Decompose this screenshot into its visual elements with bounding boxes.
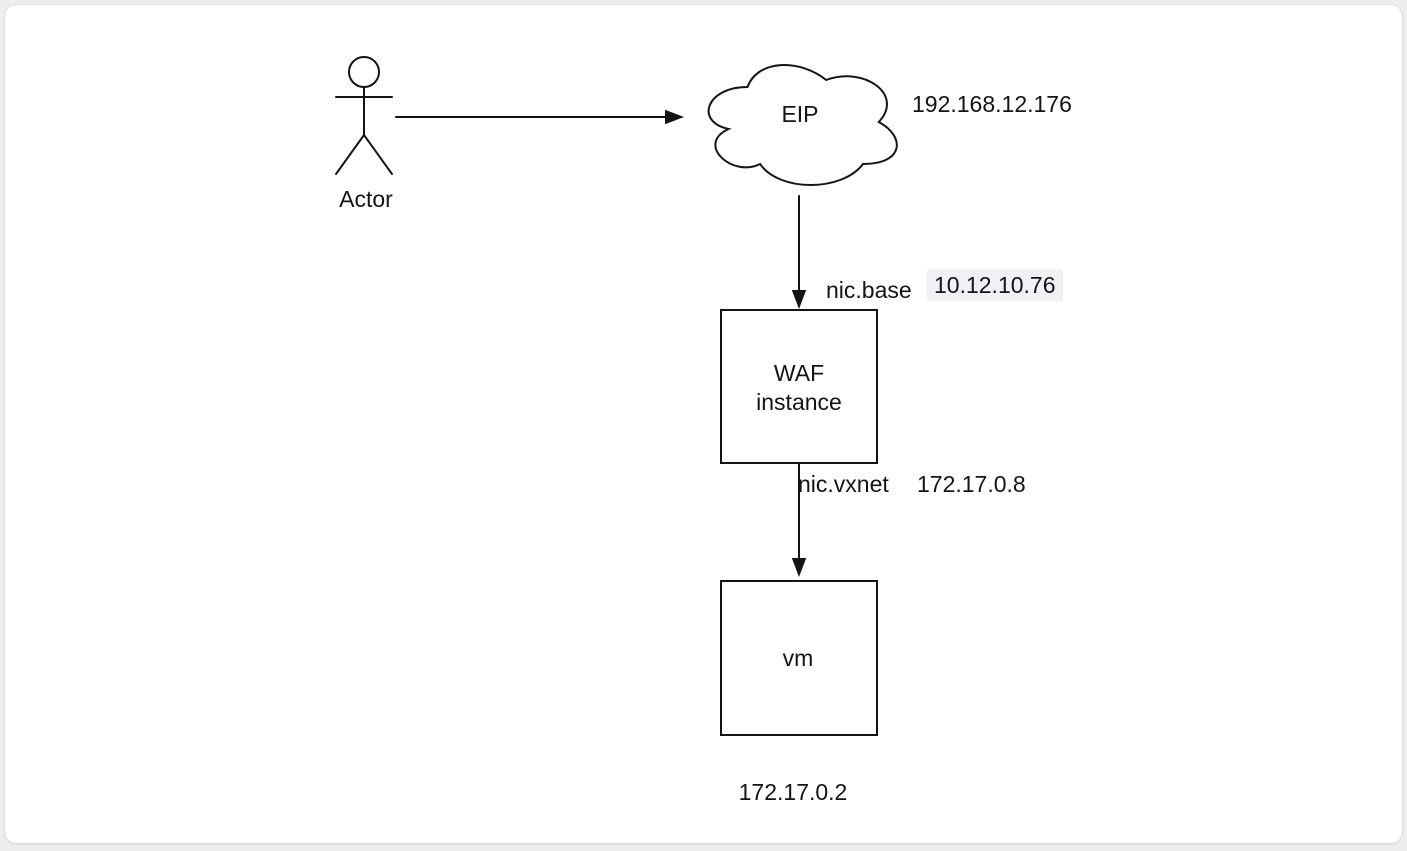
nic-base-label: nic.base	[826, 277, 912, 303]
waf-label-line2: instance	[756, 389, 842, 415]
actor-head	[348, 56, 380, 88]
cloud-icon	[707, 64, 898, 186]
vm-label: vm	[782, 645, 814, 671]
eip-ip-address: 192.168.12.176	[912, 91, 1072, 117]
actor-icon	[335, 56, 393, 175]
arrow-head-icon	[791, 558, 807, 577]
waf-label-line1: WAF	[773, 360, 825, 386]
arrow-eip-to-waf	[791, 195, 807, 309]
arrow-head-icon	[665, 109, 684, 125]
nic-base-ip-highlight: 10.12.10.76	[927, 269, 1063, 301]
arrow-actor-to-eip	[395, 109, 684, 125]
arrow-head-icon	[791, 290, 807, 309]
actor-right-leg	[363, 134, 393, 175]
actor-left-leg	[335, 134, 365, 175]
diagram-canvas-card	[4, 4, 1403, 844]
waf-instance-label: WAF instance	[724, 359, 874, 417]
vm-node	[720, 580, 878, 736]
eip-label: EIP	[781, 101, 819, 127]
nic-base-ip-address: 10.12.10.76	[927, 269, 1063, 301]
actor-label: Actor	[339, 186, 393, 212]
vm-ip-address: 172.17.0.2	[738, 779, 848, 805]
arrow-waf-to-vm	[791, 463, 807, 577]
nic-vxnet-ip-address: 172.17.0.8	[917, 471, 1026, 497]
nic-vxnet-label: nic.vxnet	[798, 471, 889, 497]
